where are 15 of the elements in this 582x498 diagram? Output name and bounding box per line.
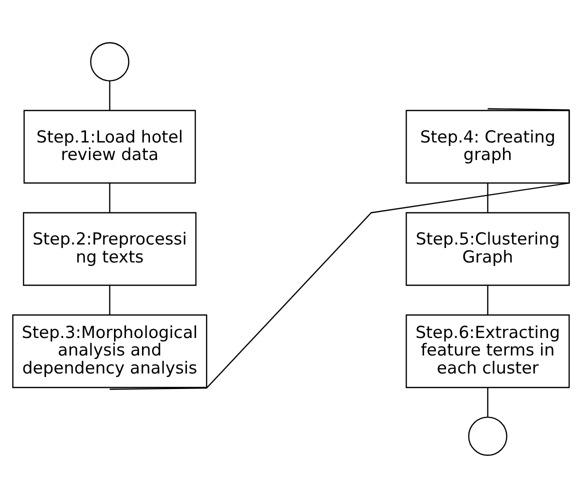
connector [110,108,570,390]
connector [109,183,110,212]
node-box: Step.4: Creating graph [406,110,570,184]
node-box: Step.3:Morphological analysis and dependency analysis [12,314,208,388]
connector [487,183,488,212]
node-box: Step.6:Extracting feature terms in each cluster [406,314,570,388]
connector [109,286,110,315]
node-circle [90,42,130,82]
node-box: Step.2:Preprocessi ng texts [22,212,196,286]
connector [487,286,488,315]
node-circle [468,416,508,456]
node-box: Step.1:Load hotel review data [24,110,196,184]
connector [109,80,110,110]
connector [487,388,488,417]
node-box: Step.5:Clustering Graph [406,212,570,286]
